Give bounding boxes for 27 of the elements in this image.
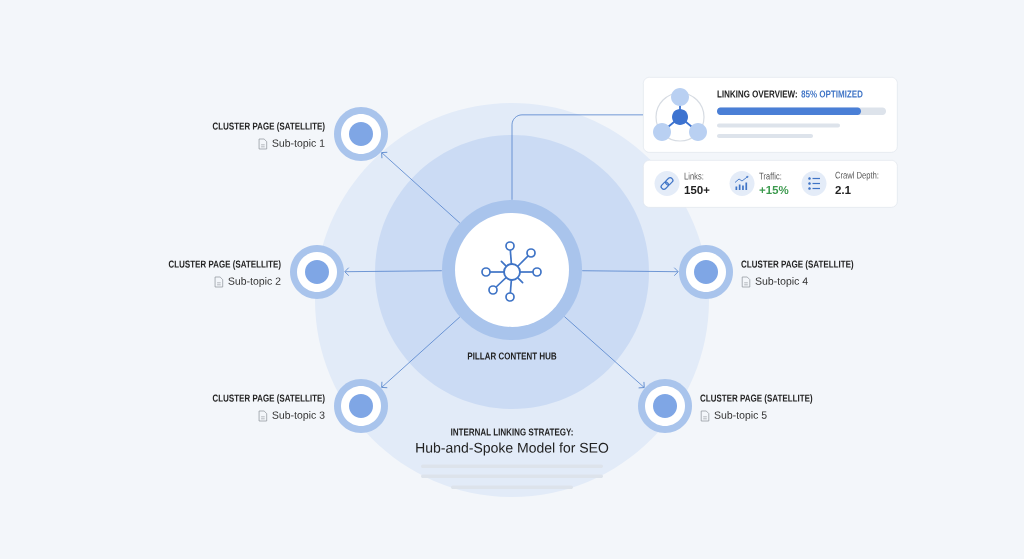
diagram-title: Hub-and-Spoke Model for SEO: [416, 442, 609, 456]
stat-label: Crawl Depth:: [835, 171, 879, 181]
arrow: [581, 267, 679, 277]
cluster-label: CLUSTER PAGE (SATELLITE): [168, 260, 281, 270]
subtopic-label: Sub-topic 2: [228, 277, 281, 287]
arrow: [344, 267, 443, 277]
stat-label: Traffic:: [759, 172, 782, 180]
percentage-label: 85% OPTIMIZED: [801, 90, 863, 98]
subtopic-label: Sub-topic 4: [755, 277, 808, 287]
cluster-label: CLUSTER PAGE (SATELLITE): [212, 122, 325, 132]
subtopic-label: Sub-topic 5: [714, 411, 767, 421]
subtopic-label: Sub-topic 3: [272, 411, 325, 421]
connector-line: [511, 114, 644, 201]
hub-label: PILLAR CONTENT HUB: [467, 352, 557, 360]
stat-value: +15%: [759, 185, 789, 195]
arrow: [381, 316, 461, 389]
stat-label: Links:: [684, 172, 704, 180]
arrow: [564, 316, 645, 389]
cluster-label: CLUSTER PAGE (SATELLITE): [741, 260, 854, 270]
stat-value: 150+: [684, 185, 710, 195]
subtopic-label: Sub-topic 1: [272, 139, 325, 149]
arrow: [381, 151, 461, 224]
cluster-label: CLUSTER PAGE (SATELLITE): [212, 394, 325, 404]
stat-value: 2.1: [835, 186, 851, 194]
overline-heading: INTERNAL LINKING STRATEGY:: [451, 428, 573, 436]
card-heading: LINKING OVERVIEW:: [717, 90, 797, 98]
cluster-label: CLUSTER PAGE (SATELLITE): [700, 394, 813, 404]
